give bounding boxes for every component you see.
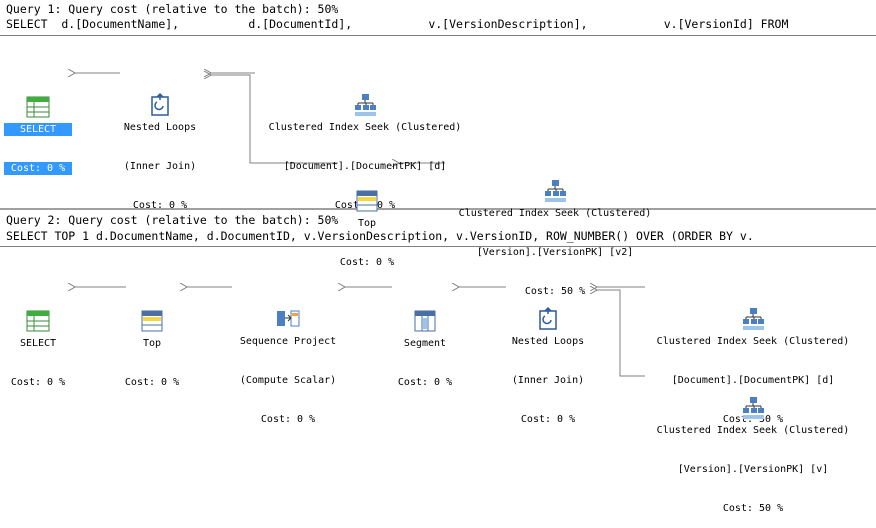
- q2-segment-cost: Cost: 0 %: [397, 377, 453, 388]
- q1-index-seek-version-node[interactable]: Clustered Index Seek (Clustered) [Versio…: [445, 126, 665, 311]
- index-seek-icon: [352, 66, 378, 116]
- segment-icon: [412, 282, 438, 332]
- query2-cost-line: Query 2: Query cost (relative to the bat…: [6, 213, 339, 227]
- q2-seqproj-label: Sequence Project: [239, 336, 337, 347]
- sequence-project-icon: [275, 280, 301, 327]
- q2-seek2-label: Clustered Index Seek (Clustered): [656, 425, 850, 436]
- plan-connectors: [0, 0, 645, 377]
- q2-seqproj-sub: (Compute Scalar): [239, 375, 337, 386]
- q2-seek2-object: [Version].[VersionPK] [v]: [677, 464, 829, 475]
- q1-top-node[interactable]: Top Cost: 0 %: [335, 136, 399, 282]
- q2-index-seek-document-node[interactable]: Clustered Index Seek (Clustered) [Docume…: [643, 254, 863, 439]
- q2-seek1-label: Clustered Index Seek (Clustered): [656, 336, 850, 347]
- q2-nested-label: Nested Loops: [511, 336, 585, 347]
- q1-seek2-label: Clustered Index Seek (Clustered): [458, 208, 652, 219]
- query1-cost-line: Query 1: Query cost (relative to the bat…: [6, 2, 339, 16]
- nested-loops-icon: [535, 280, 561, 330]
- query2-header: Query 2: Query cost (relative to the bat…: [0, 212, 876, 246]
- q2-seek1-object: [Document].[DocumentPK] [d]: [671, 375, 835, 386]
- q1-select-node[interactable]: SELECT Cost: 0 %: [4, 42, 72, 188]
- q2-select-node[interactable]: SELECT Cost: 0 %: [4, 256, 72, 402]
- q2-select-cost: Cost: 0 %: [10, 377, 66, 388]
- top-icon: [354, 162, 380, 212]
- query1-header-divider: [0, 35, 876, 36]
- q1-select-cost: Cost: 0 %: [4, 162, 72, 175]
- q2-seek1-cost: Cost: 50 %: [722, 414, 784, 425]
- q2-top-node[interactable]: Top Cost: 0 %: [118, 256, 186, 402]
- q2-top-cost: Cost: 0 %: [124, 377, 180, 388]
- q1-nested-label: Nested Loops: [123, 122, 197, 133]
- q1-select-label: SELECT: [4, 123, 72, 136]
- q2-nested-cost: Cost: 0 %: [520, 414, 576, 425]
- nested-loops-icon: [147, 66, 173, 116]
- q2-select-label: SELECT: [19, 338, 57, 349]
- q1-seek2-object: [Version].[VersionPK] [v2]: [476, 247, 634, 258]
- q1-nested-cost: Cost: 0 %: [132, 200, 188, 211]
- select-icon: [25, 68, 51, 118]
- query1-sql-text: SELECT d.[DocumentName], d.[DocumentId],…: [6, 17, 789, 31]
- index-seek-icon: [542, 152, 568, 202]
- q2-top-label: Top: [142, 338, 162, 349]
- index-seek-icon: [740, 280, 766, 330]
- top-icon: [139, 282, 165, 332]
- q1-nested-sub: (Inner Join): [123, 161, 197, 172]
- select-icon: [25, 282, 51, 332]
- q2-nested-loops-node[interactable]: Nested Loops (Inner Join) Cost: 0 %: [498, 254, 598, 439]
- q2-nested-sub: (Inner Join): [511, 375, 585, 386]
- q2-sequence-project-node[interactable]: Sequence Project (Compute Scalar) Cost: …: [230, 254, 346, 439]
- q2-index-seek-version-node[interactable]: Clustered Index Seek (Clustered) [Versio…: [643, 343, 863, 528]
- q1-top-label: Top: [357, 218, 377, 229]
- q2-segment-node[interactable]: Segment Cost: 0 %: [390, 256, 460, 402]
- q1-nested-loops-node[interactable]: Nested Loops (Inner Join) Cost: 0 %: [110, 40, 210, 225]
- index-seek-icon: [740, 369, 766, 419]
- q2-seek2-cost: Cost: 50 %: [722, 503, 784, 514]
- q1-arrow-top-nested: [210, 75, 338, 164]
- q2-seqproj-cost: Cost: 0 %: [260, 414, 316, 425]
- q1-seek1-object: [Document].[DocumentPK] [d]: [283, 161, 447, 172]
- q2-arrow-seek2-nested: [596, 290, 645, 377]
- query1-header: Query 1: Query cost (relative to the bat…: [0, 0, 876, 34]
- q2-segment-label: Segment: [403, 338, 447, 349]
- q1-top-cost: Cost: 0 %: [339, 257, 395, 268]
- q1-seek1-label: Clustered Index Seek (Clustered): [268, 122, 462, 133]
- query2-header-divider: [0, 246, 876, 247]
- q1-seek2-cost: Cost: 50 %: [524, 286, 586, 297]
- query2-sql-text: SELECT TOP 1 d.DocumentName, d.DocumentI…: [6, 229, 754, 243]
- pane-divider: [0, 208, 876, 210]
